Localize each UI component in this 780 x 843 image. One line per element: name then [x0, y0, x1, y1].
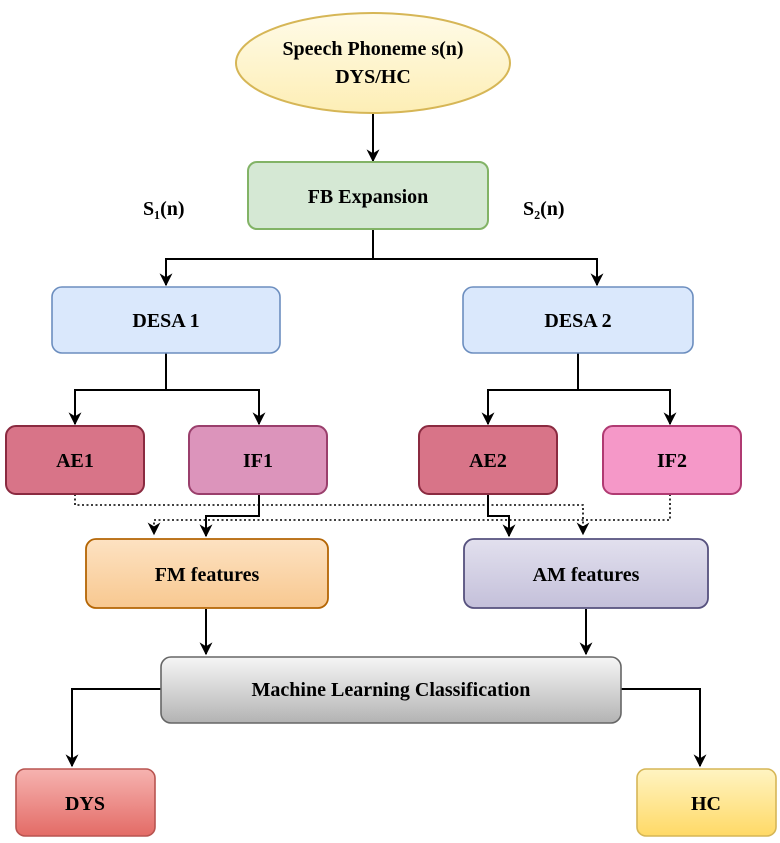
if2-box	[602, 425, 742, 495]
node-desa1: DESA 1	[51, 286, 281, 354]
edge-label-s2: S₂(n)	[523, 198, 565, 220]
edge-fb-to-desa2	[373, 258, 604, 287]
desa1-label: DESA 1	[132, 310, 199, 332]
ae2-label: AE2	[469, 450, 507, 472]
fb-expansion-box	[247, 161, 489, 230]
ae1-box	[5, 425, 145, 495]
edges	[65, 112, 707, 768]
am-features-label: AM features	[533, 564, 640, 586]
node-if1: IF1	[188, 425, 328, 495]
ae1-label: AE1	[56, 450, 94, 472]
edge-label-s1: S₁(n)	[143, 198, 185, 220]
input-label-line1: Speech Phoneme s(n)	[282, 38, 463, 60]
node-dys: DYS	[15, 768, 156, 837]
edge-fb-to-desa1	[159, 229, 374, 287]
edge-desa2-to-ae2	[481, 353, 579, 426]
edge-if1-to-fm	[199, 494, 260, 538]
hc-label: HC	[691, 793, 721, 815]
ml-classification-label: Machine Learning Classification	[252, 679, 531, 701]
if1-label: IF1	[243, 450, 273, 472]
dys-label: DYS	[65, 793, 105, 815]
node-fm-features: FM features	[85, 538, 329, 609]
node-ae1: AE1	[5, 425, 145, 495]
dys-box	[15, 768, 156, 837]
fb-expansion-label: FB Expansion	[308, 186, 429, 208]
if1-box	[188, 425, 328, 495]
ae2-box	[418, 425, 558, 495]
input-label-line2: DYS/HC	[335, 66, 411, 88]
edge-desa1-to-if1	[166, 389, 266, 426]
fm-features-label: FM features	[155, 564, 260, 586]
node-desa2: DESA 2	[462, 286, 694, 354]
input-ellipse	[235, 12, 511, 114]
node-am-features: AM features	[463, 538, 709, 609]
desa2-label: DESA 2	[544, 310, 611, 332]
edge-ae1-to-am-dotted	[74, 494, 590, 536]
ml-classification-box	[160, 656, 622, 724]
if2-label: IF2	[657, 450, 687, 472]
edge-ml-to-hc	[621, 688, 707, 768]
node-input: Speech Phoneme s(n) DYS/HC	[235, 12, 511, 114]
node-ml-classification: Machine Learning Classification	[160, 656, 622, 724]
edge-ae2-to-am	[487, 494, 516, 538]
hc-box	[636, 768, 777, 837]
desa2-box	[462, 286, 694, 354]
edge-if2-to-fm-dotted	[147, 494, 671, 536]
node-fb-expansion: FB Expansion	[247, 161, 489, 230]
node-if2: IF2	[602, 425, 742, 495]
node-ae2: AE2	[418, 425, 558, 495]
edge-desa1-to-ae1	[68, 353, 167, 426]
edge-ml-to-dys	[65, 688, 161, 768]
desa1-box	[51, 286, 281, 354]
fm-features-box	[85, 538, 329, 609]
am-features-box	[463, 538, 709, 609]
node-hc: HC	[636, 768, 777, 837]
edge-desa2-to-if2	[578, 389, 677, 426]
